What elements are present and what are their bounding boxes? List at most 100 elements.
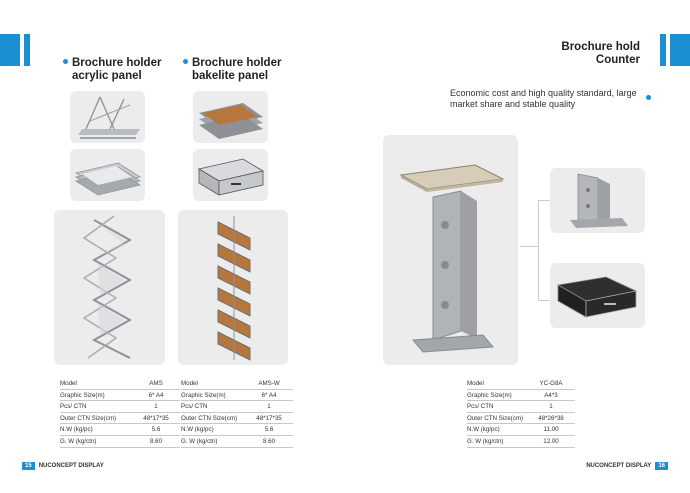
connector-line <box>538 200 539 300</box>
connector-line <box>520 246 538 247</box>
heading-line1: Brochure holder <box>192 57 282 69</box>
spec-row: N.W (kg/pc) 5.6 <box>60 424 180 436</box>
spec-row: Graphic Size(m)A4*3 <box>467 390 575 402</box>
spec-table-bakelite: Model AMS-W Graphic Size(m) 6* A4 Pcs/ CTN… <box>181 378 293 448</box>
spec-label: Model <box>467 380 484 387</box>
spec-label: Graphic Size(m) <box>60 391 105 399</box>
folded-counter-icon <box>570 173 628 228</box>
spec-label: G. W (kg/ctn) <box>467 437 504 445</box>
page-tab-right <box>670 34 690 66</box>
heading-line1: Brochure holder <box>72 57 162 69</box>
bullet-dot-icon <box>646 95 651 100</box>
spec-label: Pcs/ CTN <box>60 403 87 411</box>
connector-line <box>538 200 550 201</box>
spec-value: 11.00 <box>543 426 559 434</box>
page-number: 16 <box>655 462 668 470</box>
spec-value: 6* A4 <box>261 391 277 399</box>
spec-label: Model <box>60 380 77 387</box>
spec-value: 5.6 <box>264 426 274 434</box>
connector-line <box>538 300 550 301</box>
spec-value: YC-G8A <box>539 380 563 387</box>
spec-value: 1 <box>267 403 271 411</box>
spec-value: 5.6 <box>151 426 161 434</box>
footer-brand: NUCONCEPT DISPLAY <box>586 463 652 469</box>
spec-value: 48*26*38 <box>538 414 564 422</box>
bullet-dot-icon <box>63 59 68 65</box>
spec-label: N.W (kg/pc) <box>467 426 500 434</box>
spec-value: 6* A4 <box>148 391 164 399</box>
spec-label: Outer CTN Size(cm) <box>467 414 524 422</box>
counter-stand-icon <box>399 164 505 353</box>
photo-counter-folded <box>550 168 645 233</box>
page-tab-left-thin <box>24 34 30 66</box>
spec-label: Graphic Size(m) <box>181 391 226 399</box>
bullet-dot-icon <box>183 59 188 65</box>
spec-label: G. W (kg/ctn) <box>60 437 97 445</box>
photo-bakelite-stand <box>178 210 288 365</box>
spec-row: Outer CTN Size(cm) 48*17*35 <box>60 413 180 425</box>
spec-value: A4*3 <box>544 391 558 399</box>
spec-value: 48*17*35 <box>256 414 282 422</box>
heading-line2: Counter <box>595 54 640 66</box>
spec-label: Outer CTN Size(cm) <box>60 414 117 422</box>
photo-counter-case <box>550 263 645 328</box>
spec-row: Pcs/ CTN 1 <box>467 401 575 413</box>
spec-label: Model <box>181 380 198 387</box>
footer-right: NUCONCEPT DISPLAY 16 <box>586 462 668 470</box>
spec-row: G. W (kg/ctn) 12.00 <box>467 436 575 448</box>
spec-table-counter: Model YC-G8A Graphic Size(m)A4*3 Pcs/ CTN… <box>467 378 575 448</box>
spec-row: Model AMS-W <box>181 378 293 390</box>
spec-label: G. W (kg/ctn) <box>181 437 218 445</box>
spec-row: Outer CTN Size(cm) 48*26*38 <box>467 413 575 425</box>
zigzag-stand-icon <box>82 215 133 359</box>
spec-row: G. W (kg/ctn)8.60 <box>60 436 180 448</box>
folded-holder-icon <box>78 96 140 139</box>
page-tab-right-thin <box>660 34 666 66</box>
tagline: Economic cost and high quality standard,… <box>450 88 651 110</box>
spec-row: Outer CTN Size(cm) 48*17*35 <box>181 413 293 425</box>
footer-brand: NUCONCEPT DISPLAY <box>38 463 104 469</box>
spec-label: N.W (kg/pc) <box>181 426 214 434</box>
carry-case-icon <box>556 276 638 318</box>
photo-bakelite-stack <box>193 91 268 143</box>
heading-line2: bakelite panel <box>192 70 269 82</box>
heading-line2: acrylic panel <box>72 70 142 82</box>
heading-bakelite-panel: Brochure holder bakelite panel <box>183 57 293 83</box>
heading-counter: Brochure hold Counter <box>500 41 640 67</box>
spec-value: AMS-W <box>258 380 280 387</box>
heading-acrylic-panel: Brochure holder acrylic panel <box>63 57 173 83</box>
photo-counter <box>383 135 518 365</box>
spec-value: AMS <box>149 380 163 387</box>
spec-value: 12.00 <box>543 437 559 445</box>
spec-row: N.W (kg/pc) 11.00 <box>467 424 575 436</box>
spec-row: G. W (kg/ctn) 8.60 <box>181 436 293 448</box>
photo-acrylic-stand <box>54 210 165 365</box>
photo-acrylic-folded <box>70 149 145 201</box>
tagline-text: Economic cost and high quality standard,… <box>450 88 637 109</box>
spec-value: 48*17*35 <box>143 414 169 422</box>
spec-row: N.W (kg/pc) 5.6 <box>181 424 293 436</box>
heading-line1: Brochure hold <box>561 41 640 53</box>
spec-label: Pcs/ CTN <box>467 403 494 411</box>
stacked-panels-icon <box>74 162 142 196</box>
stacked-wood-panels-icon <box>199 103 263 139</box>
zigzag-wood-stand-icon <box>217 216 251 361</box>
spec-row: Pcs/ CTN 1 <box>60 401 180 413</box>
photo-acrylic-side-view <box>70 91 145 143</box>
footer-left: 15 NUCONCEPT DISPLAY <box>22 462 104 470</box>
spec-value: 8.60 <box>262 437 276 445</box>
spec-row: Pcs/ CTN 1 <box>181 401 293 413</box>
spec-row: Graphic Size(m) 6* A4 <box>60 390 180 402</box>
spec-label: N.W (kg/pc) <box>60 426 93 434</box>
spec-row: Model AMS <box>60 378 180 390</box>
photo-bakelite-case <box>193 149 268 201</box>
spec-label: Outer CTN Size(cm) <box>181 414 238 422</box>
spec-label: Pcs/ CTN <box>181 403 208 411</box>
page-number: 15 <box>22 462 35 470</box>
carry-case-icon <box>197 158 265 196</box>
page-tab-left <box>0 34 20 66</box>
spec-value: 1 <box>154 403 158 411</box>
spec-value: 1 <box>549 403 553 411</box>
spec-row: Graphic Size(m) 6* A4 <box>181 390 293 402</box>
